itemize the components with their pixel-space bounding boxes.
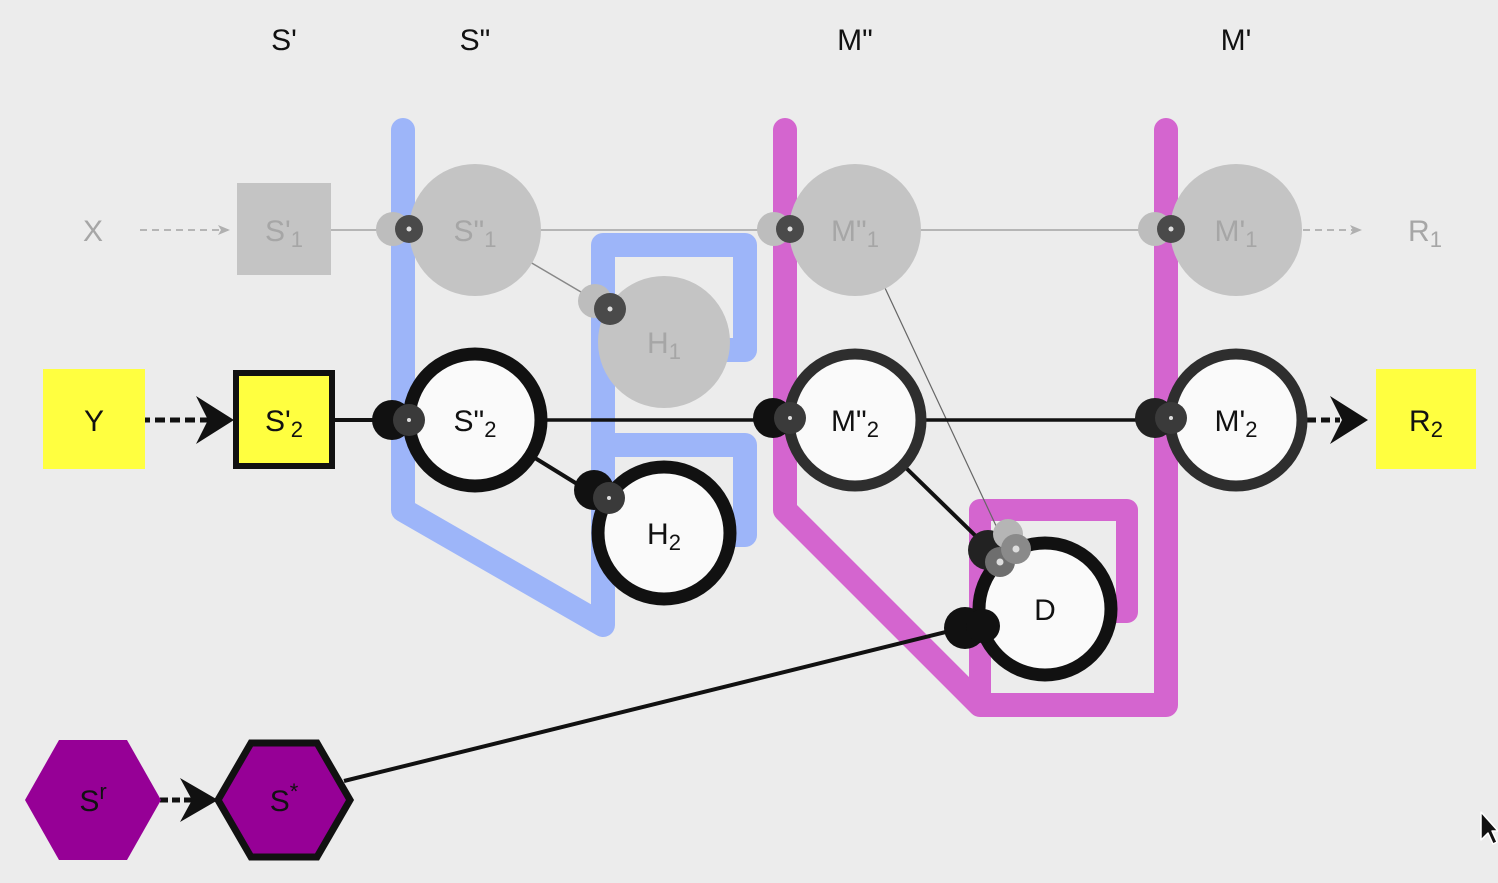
socket-dot-icon bbox=[1168, 226, 1174, 232]
row1-nodes: X S'1 S"1 H1 M"1 M'1 R1 bbox=[83, 164, 1442, 408]
node-m2-1-label: M"1 bbox=[831, 215, 879, 252]
node-sr[interactable] bbox=[25, 740, 161, 860]
node-x-label: X bbox=[83, 215, 103, 248]
node-m2-2-label: M"2 bbox=[831, 405, 879, 442]
node-r1-label: R1 bbox=[1408, 215, 1442, 252]
arrowhead-sr-icon bbox=[180, 778, 218, 822]
column-header-s-double-prime: S" bbox=[460, 24, 491, 57]
node-s1-2[interactable] bbox=[233, 370, 335, 469]
node-s2-1[interactable] bbox=[409, 164, 541, 296]
row1-sockets bbox=[376, 212, 1185, 325]
row2-edges bbox=[140, 396, 1368, 822]
node-m1-1[interactable] bbox=[1170, 164, 1302, 296]
node-h2[interactable] bbox=[591, 460, 737, 606]
arrowhead-r2-icon bbox=[1330, 396, 1368, 444]
node-h1-label: H1 bbox=[647, 327, 681, 364]
node-s2-1-label: S"1 bbox=[454, 215, 497, 252]
node-m1-2-label: M'2 bbox=[1215, 405, 1258, 442]
edge-sstar-to-d bbox=[343, 626, 963, 783]
socket-dot-icon bbox=[407, 418, 411, 422]
node-m1-1-label: M'1 bbox=[1215, 215, 1258, 252]
socket-dot-icon bbox=[406, 226, 412, 232]
column-header-s-prime: S' bbox=[271, 24, 297, 57]
socket-dot-icon bbox=[996, 558, 1004, 566]
socket-dot-icon bbox=[607, 306, 613, 312]
node-s2-2-label: S"2 bbox=[454, 405, 497, 442]
edge-m2-2-to-d bbox=[901, 463, 990, 550]
column-header-m-double-prime: M" bbox=[837, 24, 873, 57]
socket-ball-icon bbox=[966, 609, 1000, 643]
node-s1-1[interactable] bbox=[237, 183, 331, 275]
column-header-m-prime: M' bbox=[1221, 24, 1252, 57]
mouse-pointer-icon bbox=[1480, 811, 1498, 845]
node-y[interactable] bbox=[43, 369, 145, 469]
socket-dot-icon bbox=[788, 416, 792, 420]
node-sr-label: Sr bbox=[79, 779, 106, 818]
node-sstar[interactable] bbox=[213, 739, 355, 861]
node-d[interactable] bbox=[972, 536, 1118, 682]
node-s1-1-label: S'1 bbox=[265, 215, 303, 252]
node-r2[interactable] bbox=[1376, 369, 1476, 469]
arrowhead-y-icon bbox=[196, 396, 234, 444]
edge-m2-to-d bbox=[884, 287, 999, 531]
row2-sockets bbox=[372, 398, 1187, 649]
socket-dot-icon bbox=[1012, 545, 1020, 553]
node-s1-2-label: S'2 bbox=[265, 405, 303, 442]
socket-dot-icon bbox=[787, 226, 793, 232]
column-headers: S' S" M" M' bbox=[271, 24, 1251, 57]
row2-nodes: Y S'2 S"2 H2 M"2 M'2 R2 D bbox=[43, 347, 1476, 682]
node-r2-label: R2 bbox=[1409, 405, 1443, 442]
node-m2-1[interactable] bbox=[789, 164, 921, 296]
node-h2-label: H2 bbox=[647, 518, 681, 555]
hex-nodes: Sr S* bbox=[25, 739, 355, 861]
socket-dot-icon bbox=[1169, 416, 1173, 420]
node-d-label: D bbox=[1034, 594, 1056, 627]
socket-dot-icon bbox=[607, 496, 611, 500]
node-y-label: Y bbox=[84, 405, 104, 438]
node-h1[interactable] bbox=[598, 276, 730, 408]
node-sstar-label: S* bbox=[270, 779, 299, 818]
